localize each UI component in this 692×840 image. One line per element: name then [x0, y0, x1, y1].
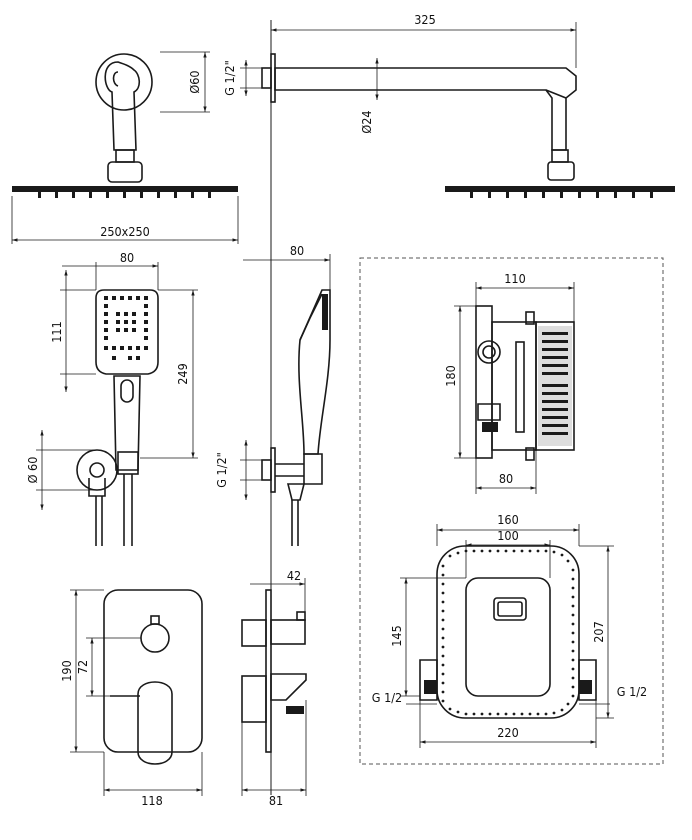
- plate-height-label: 190: [59, 660, 74, 681]
- mounting-box-side-view: [475, 305, 575, 461]
- shower-arm-front-view: [12, 53, 238, 198]
- spindle-offset-label: 72: [75, 660, 90, 674]
- box-width-bottom-label: 80: [499, 471, 513, 486]
- arm-tube-dia-label: Ø24: [359, 110, 374, 133]
- overall-width-label: 220: [497, 725, 518, 740]
- thread-left-label: G 1/2: [372, 690, 402, 705]
- hand-head-height-label: 111: [49, 321, 64, 342]
- spray-nozzles: [104, 296, 148, 360]
- wall-flange-dia-label: Ø60: [187, 70, 202, 93]
- shower-arm-side-view: [261, 53, 675, 198]
- plate-width-inner-label: 100: [497, 528, 518, 543]
- cutout-width-label: 160: [497, 512, 518, 527]
- head-size-label: 250x250: [100, 224, 150, 239]
- holder-dia-label: Ø 60: [25, 457, 40, 484]
- hand-length-label: 249: [175, 363, 190, 384]
- hand-shower-front-view: [76, 289, 159, 546]
- mounting-box-front-view: [419, 545, 597, 719]
- mounting-box-frame: [359, 257, 664, 765]
- mixer-depth-top-label: 42: [287, 568, 301, 583]
- inner-height-label: 145: [389, 625, 404, 646]
- plate-width-label: 118: [141, 793, 162, 808]
- box-height-label: 180: [443, 365, 458, 386]
- box-dots: [441, 549, 575, 716]
- hand-width-label: 80: [120, 250, 134, 265]
- thread-mid-label: G 1/2": [214, 452, 229, 488]
- mixer-side-view: [241, 589, 307, 753]
- thread-right-label: G 1/2: [617, 684, 647, 699]
- box-depth-label: 110: [504, 271, 525, 286]
- hand-shower-side-view: [261, 289, 331, 546]
- hand-side-depth-label: 80: [290, 243, 304, 258]
- mixer-plate-front-view: [103, 589, 203, 765]
- arm-length-label: 325: [414, 12, 435, 27]
- thread-top-label: G 1/2": [222, 60, 237, 96]
- mixer-depth-bottom-label: 81: [269, 793, 283, 808]
- cutout-height-label: 207: [591, 621, 606, 642]
